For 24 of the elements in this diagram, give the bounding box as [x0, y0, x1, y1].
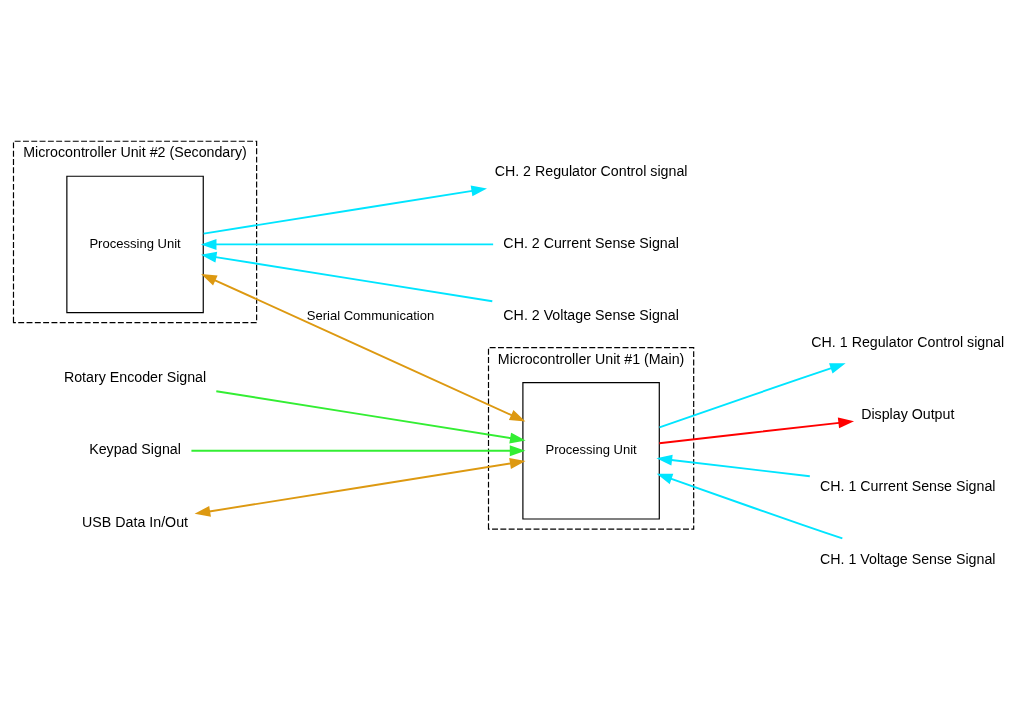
- arrow: [656, 454, 811, 478]
- node-text: CH. 2 Regulator Control signal: [494, 162, 688, 179]
- arrow: [658, 417, 855, 445]
- arrow: [202, 185, 487, 235]
- arrow: [194, 458, 526, 517]
- node-text: Keypad Signal: [89, 441, 181, 458]
- node-text: CH. 2 Voltage Sense Signal: [503, 307, 679, 324]
- node-text: CH. 1 Regulator Control signal: [811, 333, 1005, 350]
- arrow: [200, 238, 495, 250]
- arrow: [201, 273, 526, 422]
- arrow: [656, 473, 844, 540]
- arrow: [658, 363, 846, 429]
- arrow: [200, 251, 494, 303]
- edge-label: Serial Communication: [306, 308, 435, 324]
- node-box: Processing Unit: [522, 382, 660, 520]
- arrow: [190, 445, 526, 457]
- arrow: [215, 390, 526, 444]
- node-text: CH. 2 Current Sense Signal: [503, 235, 679, 252]
- node-text: USB Data In/Out: [82, 513, 189, 530]
- node-text: CH. 1 Voltage Sense Signal: [820, 550, 996, 567]
- node-text: Display Output: [861, 405, 955, 422]
- node-text: Rotary Encoder Signal: [63, 369, 207, 386]
- node-box: Processing Unit: [66, 175, 204, 314]
- node-text: CH. 1 Current Sense Signal: [820, 478, 996, 495]
